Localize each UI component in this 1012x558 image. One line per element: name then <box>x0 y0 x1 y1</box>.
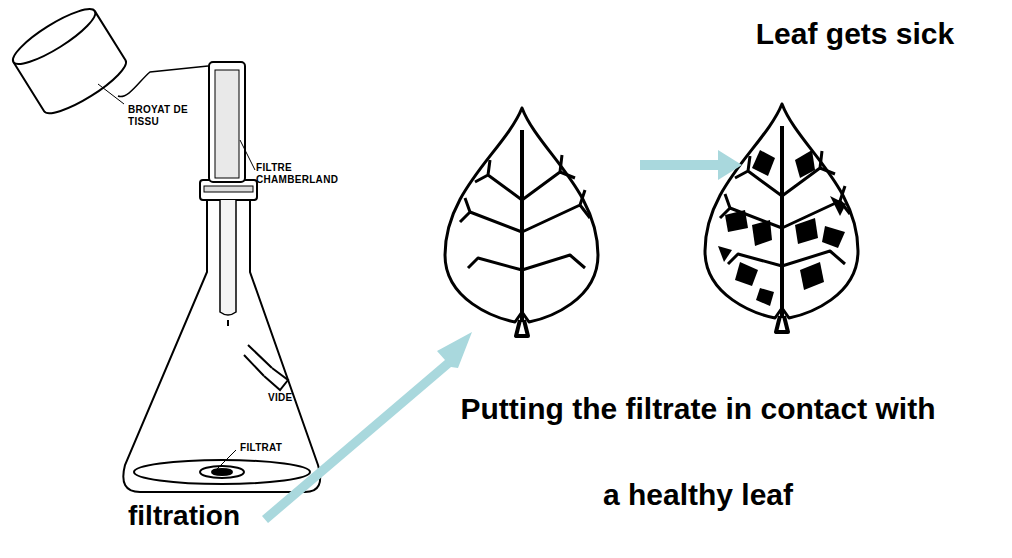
disease-spots <box>718 150 846 306</box>
step-caption: Putting the filtrate in contact with a h… <box>455 366 941 538</box>
sick-leaf <box>705 104 858 332</box>
step-caption: filtration <box>128 496 288 536</box>
process-arrow <box>262 150 742 523</box>
step-caption: Leaf gets sick <box>720 14 990 54</box>
healthy-leaf <box>445 108 598 336</box>
leader-line <box>98 84 124 104</box>
pouring-cup <box>7 1 132 121</box>
leader-line <box>214 450 236 472</box>
part-label: VIDE <box>268 392 308 404</box>
leader-line <box>240 140 255 170</box>
part-label: FILTRAT <box>240 442 300 454</box>
chamberland-filter <box>200 62 257 315</box>
part-label: FILTRE CHAMBERLAND <box>256 162 336 186</box>
part-label: BROYAT DE TISSU <box>128 104 190 128</box>
erlenmeyer-flask <box>123 195 320 492</box>
pour-stream <box>118 66 208 97</box>
